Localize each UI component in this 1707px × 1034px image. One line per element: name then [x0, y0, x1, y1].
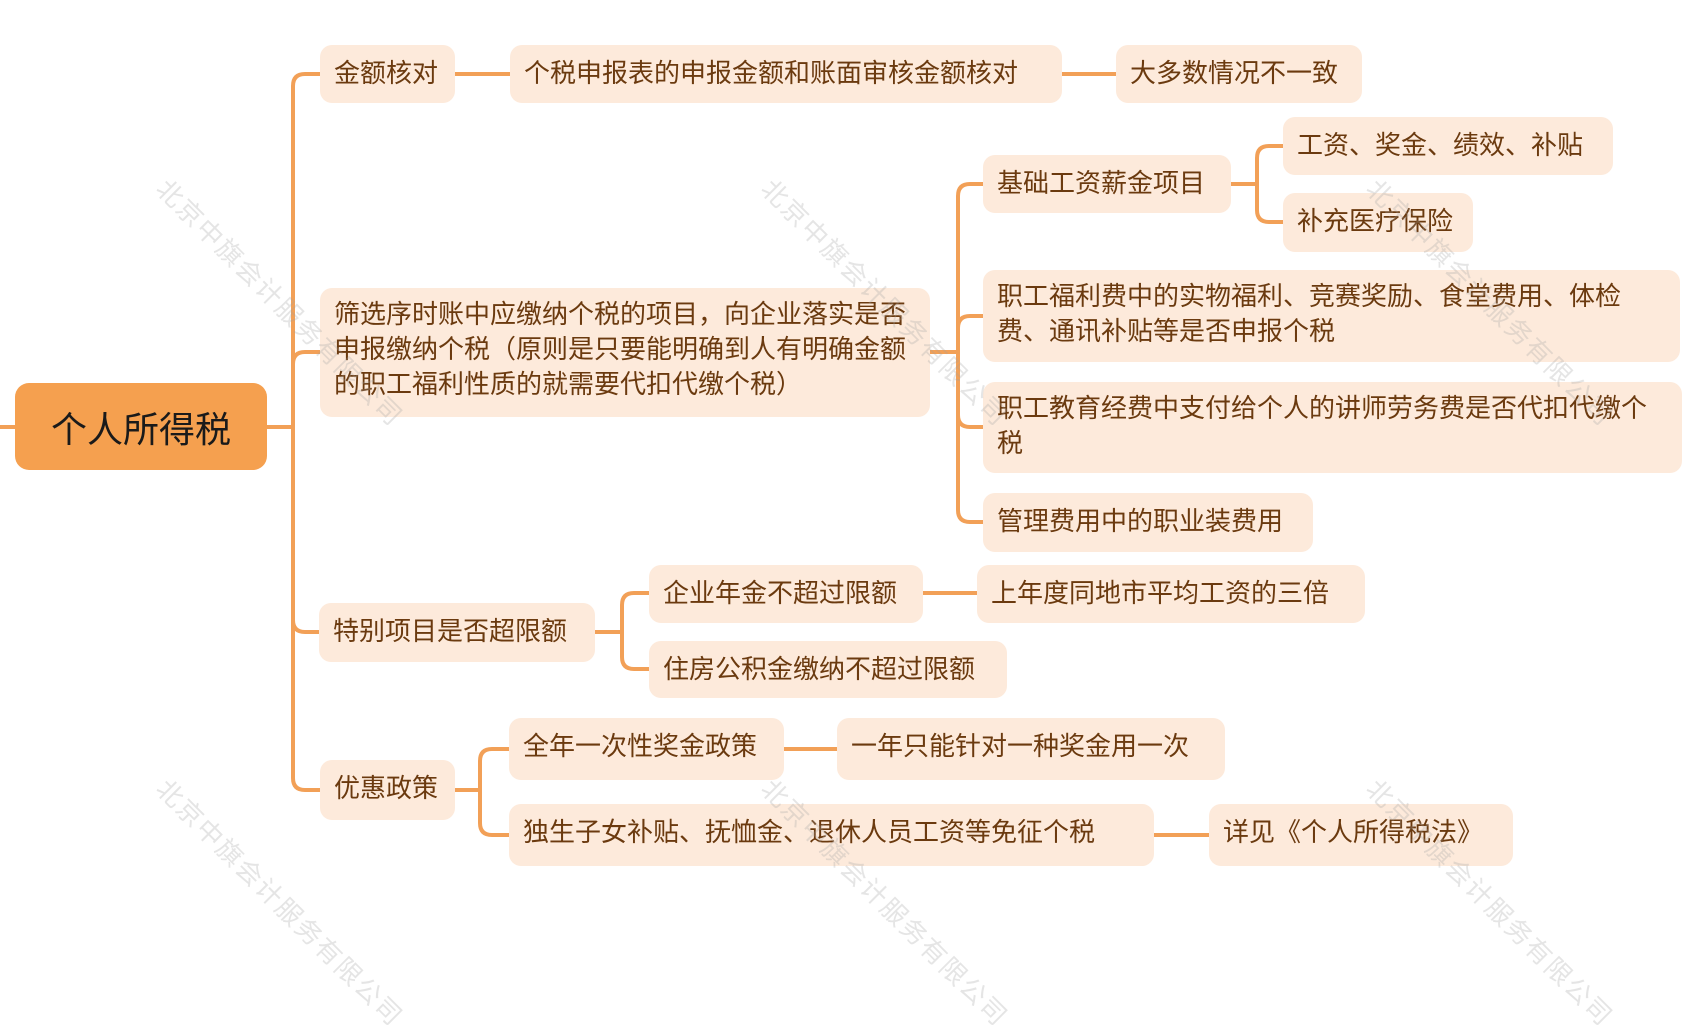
branch-amount-check[interactable]: 金额核对 [320, 45, 455, 103]
node-label: 大多数情况不一致 [1130, 59, 1339, 89]
node-see-tax-law[interactable]: 详见《个人所得税法》 [1209, 804, 1513, 866]
branch-screen-items[interactable]: 筛选序时账中应缴纳个税的项目，向企业落实是否申报缴纳个税（原则是只要能明确到人有… [320, 288, 930, 417]
node-salary-bonus[interactable]: 工资、奖金、绩效、补贴 [1283, 117, 1613, 175]
node-annual-bonus-policy[interactable]: 全年一次性奖金政策 [509, 718, 784, 780]
node-label: 管理费用中的职业装费用 [997, 507, 1284, 537]
node-uniform-expenses[interactable]: 管理费用中的职业装费用 [983, 493, 1313, 552]
node-label: 企业年金不超过限额 [663, 579, 898, 609]
node-label: 上年度同地市平均工资的三倍 [991, 579, 1330, 609]
node-label: 金额核对 [334, 59, 439, 89]
node-once-per-year[interactable]: 一年只能针对一种奖金用一次 [837, 718, 1225, 780]
node-label: 职工福利费中的实物福利、竞赛奖励、食堂费用、体检费、通讯补贴等是否申报个税 [997, 282, 1622, 347]
node-label: 独生子女补贴、抚恤金、退休人员工资等免征个税 [523, 818, 1096, 848]
node-label: 住房公积金缴纳不超过限额 [663, 655, 976, 685]
node-label: 工资、奖金、绩效、补贴 [1297, 131, 1584, 161]
node-basic-salary[interactable]: 基础工资薪金项目 [983, 155, 1231, 213]
root-node[interactable]: 个人所得税 [15, 383, 267, 470]
node-label: 筛选序时账中应缴纳个税的项目，向企业落实是否申报缴纳个税（原则是只要能明确到人有… [334, 300, 907, 400]
node-label: 一年只能针对一种奖金用一次 [851, 732, 1190, 762]
node-label: 全年一次性奖金政策 [523, 732, 758, 762]
node-label: 个税申报表的申报金额和账面审核金额核对 [524, 59, 1019, 89]
node-supplementary-insurance[interactable]: 补充医疗保险 [1283, 193, 1473, 252]
node-tax-exempt-items[interactable]: 独生子女补贴、抚恤金、退休人员工资等免征个税 [509, 804, 1154, 866]
connector-lines [0, 72, 1285, 837]
node-education-expenses[interactable]: 职工教育经费中支付给个人的讲师劳务费是否代扣代缴个税 [983, 382, 1682, 473]
mind-map-canvas: 个人所得税 金额核对 个税申报表的申报金额和账面审核金额核对 大多数情况不一致 … [0, 45, 1682, 1033]
node-welfare-expenses[interactable]: 职工福利费中的实物福利、竞赛奖励、食堂费用、体检费、通讯补贴等是否申报个税 [983, 270, 1680, 362]
node-amount-compare[interactable]: 个税申报表的申报金额和账面审核金额核对 [510, 45, 1062, 103]
node-label: 基础工资薪金项目 [997, 169, 1206, 199]
node-label: 详见《个人所得税法》 [1223, 818, 1484, 848]
branch-preferential-policy[interactable]: 优惠政策 [320, 760, 455, 820]
node-mostly-inconsistent[interactable]: 大多数情况不一致 [1116, 45, 1362, 103]
root-label: 个人所得税 [50, 409, 231, 451]
node-label: 补充医疗保险 [1297, 207, 1454, 237]
branch-special-limits[interactable]: 特别项目是否超限额 [319, 603, 595, 662]
node-enterprise-annuity[interactable]: 企业年金不超过限额 [649, 565, 923, 623]
node-three-times-salary[interactable]: 上年度同地市平均工资的三倍 [977, 565, 1365, 623]
node-label: 职工教育经费中支付给个人的讲师劳务费是否代扣代缴个税 [997, 394, 1648, 459]
node-label: 特别项目是否超限额 [333, 617, 568, 647]
node-label: 优惠政策 [334, 774, 439, 804]
node-housing-fund[interactable]: 住房公积金缴纳不超过限额 [649, 641, 1007, 698]
